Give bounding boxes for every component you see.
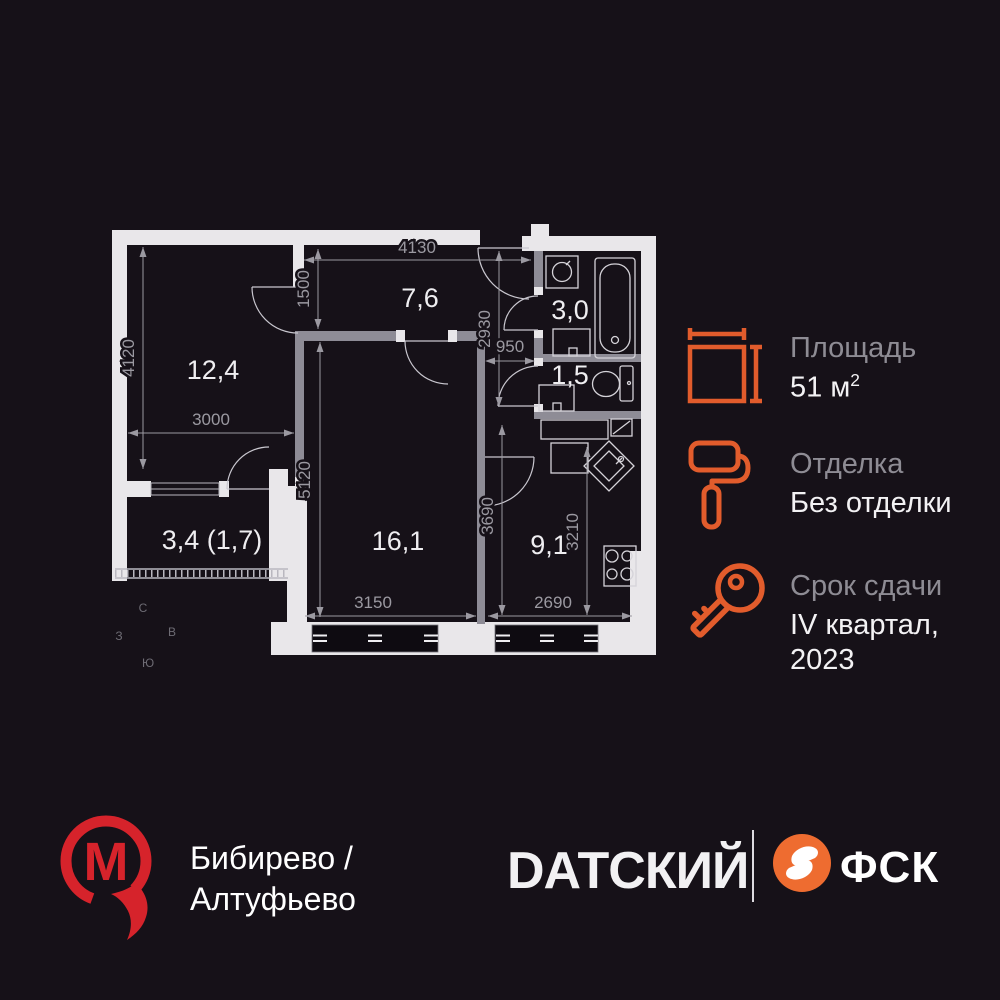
washing-machine-icon [545,255,579,289]
dim-1500: 1500 [294,270,313,308]
developer-name: ФСК [840,843,940,892]
deadline-value-line1: IV квартал, [790,609,939,641]
fixtures [538,255,637,587]
footer-divider [752,830,754,902]
metro-letter: М [84,832,129,892]
compass-south: Ю [142,656,154,670]
metro-m-pin-icon: М [60,815,152,940]
room-bathroom-label: 3,0 [551,295,589,325]
info-deadline [680,556,766,656]
finish-value: Без отделки [790,487,952,519]
info-finish [688,440,752,532]
area-label: Площадь [790,332,917,364]
key-icon [690,563,765,638]
compass-north: С [139,601,148,615]
station-line2: Алтуфьево [190,880,356,917]
toilet-icon [591,365,634,402]
finish-label: Отделка [790,448,904,480]
interior-walls [295,251,641,624]
compass-east: В [168,625,176,639]
dim-4120: 4120 [119,339,138,377]
measure-square-icon [687,328,762,404]
dim-2930: 2930 [475,310,494,348]
dim-5120: 5120 [295,461,314,499]
fsk-s-circle-icon [773,834,831,892]
dim-3000: 3000 [192,410,230,429]
bath-sink-icon [552,328,591,357]
area-value: 51 м2 [790,370,860,404]
windows [311,624,599,653]
bathtub-icon [594,257,636,359]
info-area-text: Площадь 51 м2 [790,332,916,405]
deadline-value-line2: 2023 [790,643,855,676]
room-kitchen-label: 9,1 [530,530,568,560]
compass-west: З [115,629,122,643]
info-area [687,326,767,406]
wc-sink-icon [538,384,575,412]
room-wc-label: 1,5 [551,360,589,390]
room-balcony-label: 3,4 (1,7) [162,525,263,555]
room-hallway-label: 7,6 [401,283,439,313]
brand-logo: DАТСКИЙ [507,842,749,900]
balcony-glazing [115,482,288,579]
dim-4130: 4130 [398,238,436,257]
dim-3690: 3690 [478,497,497,535]
stove-icon [603,545,637,587]
vent-shaft [540,418,633,440]
info-deadline-text: Срок сдачи IV квартал, 2023 [790,570,942,678]
room-living-label: 12,4 [187,355,240,385]
deadline-label: Срок сдачи [790,570,943,602]
kitchen-counter [550,442,589,474]
room-labels: 12,4 7,6 3,0 1,5 16,1 9,1 3,4 (1,7) [162,283,589,560]
dimensions: 4120 3000 1500 4130 2930 950 5120 [117,236,632,620]
metro-station: Бибирево / Алтуфьево [190,838,356,919]
paint-roller-icon [688,440,751,530]
kitchen-sink-icon [583,440,635,492]
station-line1: Бибирево / [190,840,353,876]
compass: С З В Ю [115,601,176,670]
dim-3150: 3150 [354,593,392,612]
info-finish-text: Отделка Без отделки [790,448,952,521]
dim-3210: 3210 [563,513,582,551]
dim-950: 950 [496,337,524,356]
doors [226,247,539,507]
room-bedroom-label: 16,1 [372,526,425,556]
dim-2690: 2690 [534,593,572,612]
